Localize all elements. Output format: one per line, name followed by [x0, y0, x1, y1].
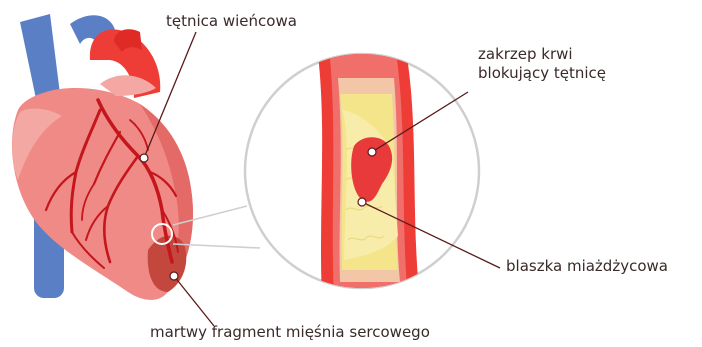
artery-cross-section — [316, 40, 420, 300]
label-dead-heart-muscle: martwy fragment mięśnia sercowego — [150, 323, 430, 342]
label-blood-clot-line2: blokujący tętnicę — [478, 64, 618, 83]
label-blood-clot-line1: zakrzep krwi — [478, 45, 618, 64]
label-atherosclerotic-plaque: blaszka miażdżycowa — [506, 257, 668, 276]
label-coronary-artery: tętnica wieńcowa — [166, 12, 297, 31]
label-blood-clot: zakrzep krwi blokujący tętnicę — [478, 45, 618, 83]
